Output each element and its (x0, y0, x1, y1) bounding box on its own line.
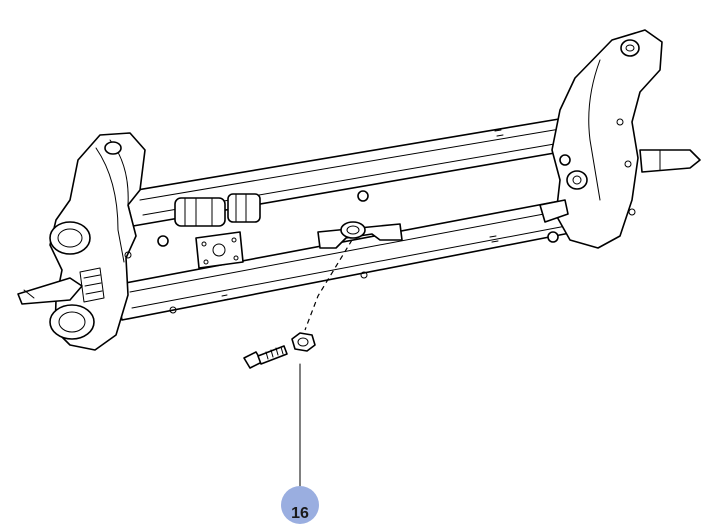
right-knuckle-housing (539, 29, 663, 249)
callout-number: 16 (291, 505, 309, 522)
mounting-plate (195, 231, 244, 269)
assembly-guide-line (304, 239, 353, 331)
left-sleeve-assembly (157, 193, 261, 247)
left-steering-arm (17, 277, 83, 305)
callout-circle (281, 486, 319, 524)
bolt (243, 345, 288, 369)
callout-16[interactable]: 16 (281, 486, 319, 524)
nut (291, 332, 316, 352)
right-steering-arm (639, 149, 701, 173)
center-bracket (317, 190, 403, 279)
